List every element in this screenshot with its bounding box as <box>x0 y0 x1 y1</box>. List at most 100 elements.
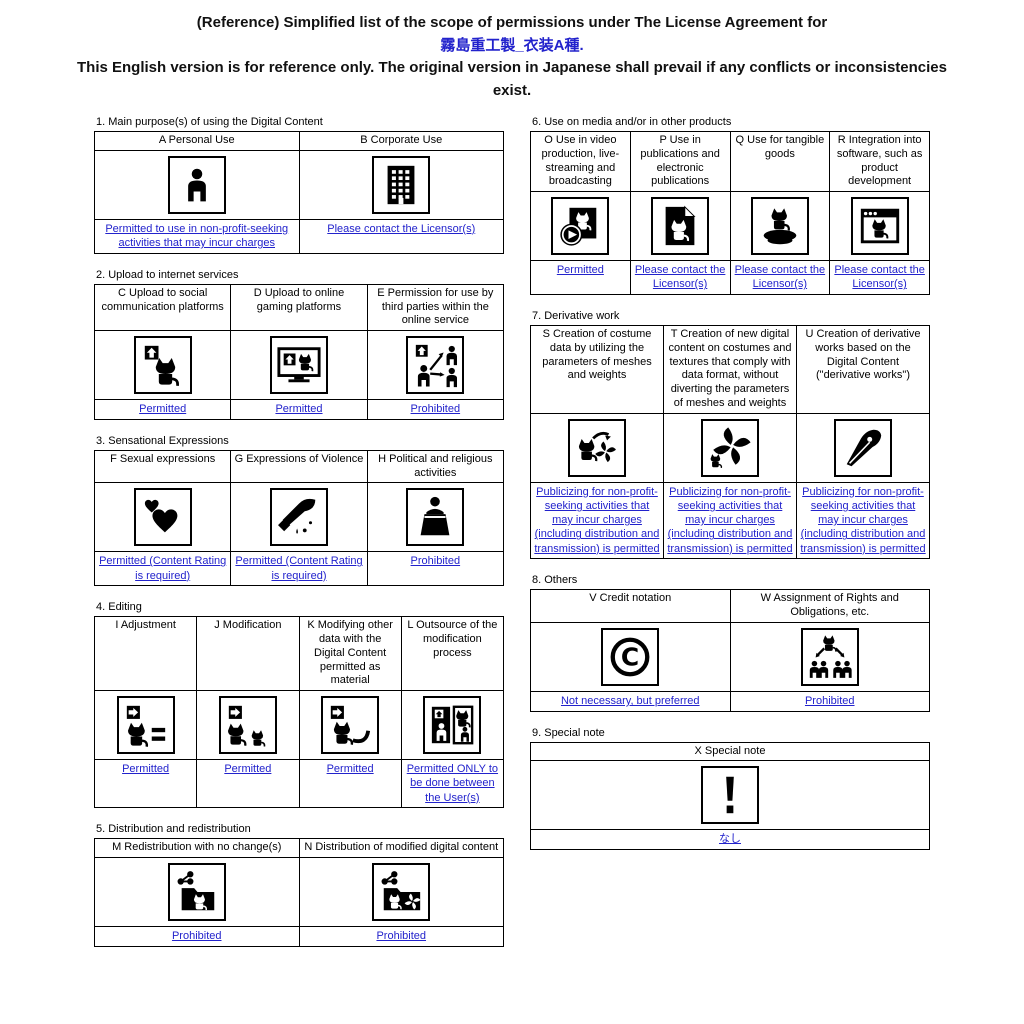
status-U[interactable]: Publicizing for non-profit-seeking activ… <box>800 485 926 555</box>
status-cell-V: Not necessary, but preferred <box>530 690 731 712</box>
icon-cell-F <box>93 482 232 553</box>
header-T: T Creation of new digital content on cos… <box>663 325 797 414</box>
status-G[interactable]: Permitted (Content Rating is required) <box>235 555 363 582</box>
header-G: G Expressions of Violence <box>230 449 368 484</box>
content-columns: 1. Main purpose(s) of using the Digital … <box>0 116 1024 962</box>
status-J[interactable]: Permitted <box>224 763 272 776</box>
redistribute-folder-icon <box>167 863 226 922</box>
assignment-icon <box>800 627 859 686</box>
status-N[interactable]: Prohibited <box>376 930 427 943</box>
status-E[interactable]: Prohibited <box>410 403 461 416</box>
section-6: 6. Use on media and/or in other products… <box>530 116 930 296</box>
upload-game-icon <box>269 336 328 395</box>
icon-cell-I <box>93 690 198 761</box>
new-content-pinwheel-icon <box>701 418 759 477</box>
status-I[interactable]: Permitted <box>122 763 170 776</box>
status-F[interactable]: Permitted (Content Rating is required) <box>99 555 227 582</box>
permission-table: S Creation of costume data by utilizing … <box>530 325 930 560</box>
status-cell-Q: Please contact the Licensor(s) <box>729 259 831 296</box>
pen-icon <box>834 418 892 477</box>
status-V[interactable]: Not necessary, but preferred <box>560 694 700 707</box>
header-P: P Use in publications and electronic pub… <box>629 131 731 192</box>
header-R: R Integration into software, such as pro… <box>829 131 930 192</box>
status-A[interactable]: Permitted to use in non-profit-seeking a… <box>105 222 289 250</box>
icon-cell-V: C <box>530 621 731 692</box>
status-K[interactable]: Permitted <box>326 763 374 776</box>
left-column: 1. Main purpose(s) of using the Digital … <box>93 116 505 962</box>
product-name-link[interactable]: 霧島重工製_衣装A種. <box>440 36 584 54</box>
icon-cell-J <box>196 690 300 761</box>
status-M[interactable]: Prohibited <box>171 930 222 943</box>
status-cell-W: Prohibited <box>729 690 930 712</box>
icon-cell-T <box>663 412 797 483</box>
status-cell-L: Permitted ONLY to be done between the Us… <box>400 759 505 809</box>
status-cell-F: Permitted (Content Rating is required) <box>93 551 232 587</box>
section-title: 6. Use on media and/or in other products <box>532 116 732 128</box>
status-P[interactable]: Please contact the Licensor(s) <box>634 264 726 291</box>
status-X[interactable]: なし <box>719 833 741 846</box>
right-column: 6. Use on media and/or in other products… <box>530 116 930 865</box>
icon-cell-P <box>629 191 731 261</box>
status-cell-I: Permitted <box>93 759 198 809</box>
header-V: V Credit notation <box>530 589 731 623</box>
header-E: E Permission for use by third parties wi… <box>366 283 505 332</box>
section-title: 7. Derivative work <box>532 310 620 323</box>
section-title: 3. Sensational Expressions <box>96 434 229 447</box>
icon-cell-E <box>366 330 505 401</box>
status-T[interactable]: Publicizing for non-profit-seeking activ… <box>667 485 793 555</box>
modification-icon <box>218 696 277 755</box>
icon-cell-S <box>530 412 664 483</box>
modify-material-icon <box>321 696 380 755</box>
exclamation-icon <box>701 766 759 825</box>
status-H[interactable]: Prohibited <box>410 555 461 568</box>
page-title: (Reference) Simplified list of the scope… <box>72 12 952 102</box>
icon-cell-K <box>298 690 402 761</box>
modified-distribution-folder-icon <box>372 863 431 922</box>
status-cell-X: なし <box>530 829 930 851</box>
status-cell-K: Permitted <box>298 759 402 809</box>
header-L: L Outsource of the modification process <box>400 616 505 692</box>
icon-cell-R <box>829 191 930 261</box>
upload-social-icon <box>133 336 192 395</box>
icon-cell-W <box>729 621 930 692</box>
status-cell-O: Permitted <box>530 259 631 296</box>
header-U: U Creation of derivative works based on … <box>796 325 930 414</box>
status-cell-B: Please contact the Licensor(s) <box>298 218 504 254</box>
header-O: O Use in video production, live-streamin… <box>530 131 631 192</box>
header-M: M Redistribution with no change(s) <box>94 838 300 859</box>
person-icon <box>167 155 226 214</box>
icon-cell-U <box>796 412 930 483</box>
status-Q[interactable]: Please contact the Licensor(s) <box>734 264 826 291</box>
status-cell-H: Prohibited <box>366 551 505 587</box>
status-S[interactable]: Publicizing for non-profit-seeking activ… <box>534 485 660 555</box>
status-C[interactable]: Permitted <box>139 403 187 416</box>
icon-cell-H <box>366 482 505 553</box>
status-L[interactable]: Permitted ONLY to be done between the Us… <box>406 763 499 804</box>
header-B: B Corporate Use <box>298 131 504 151</box>
status-D[interactable]: Permitted <box>275 403 323 416</box>
costume-data-icon <box>568 418 626 477</box>
header-C: C Upload to social communication platfor… <box>93 283 232 332</box>
icon-cell-M <box>94 857 300 928</box>
header-Q: Q Use for tangible goods <box>729 131 831 192</box>
section-title: 8. Others <box>532 574 578 587</box>
title-line-1: (Reference) Simplified list of the scope… <box>196 14 828 31</box>
status-cell-M: Prohibited <box>94 926 300 947</box>
icon-cell-Q <box>729 191 831 261</box>
status-R[interactable]: Please contact the Licensor(s) <box>834 264 925 291</box>
status-W[interactable]: Prohibited <box>804 694 855 707</box>
icon-cell-L <box>400 690 505 761</box>
section-1: 1. Main purpose(s) of using the Digital … <box>94 116 504 254</box>
status-B[interactable]: Please contact the Licensor(s) <box>327 222 476 235</box>
header-A: A Personal Use <box>94 131 300 151</box>
third-party-upload-icon <box>406 336 465 395</box>
status-O[interactable]: Permitted <box>556 264 604 276</box>
copyright-icon: C <box>601 627 660 686</box>
header-S: S Creation of costume data by utilizing … <box>530 325 664 414</box>
